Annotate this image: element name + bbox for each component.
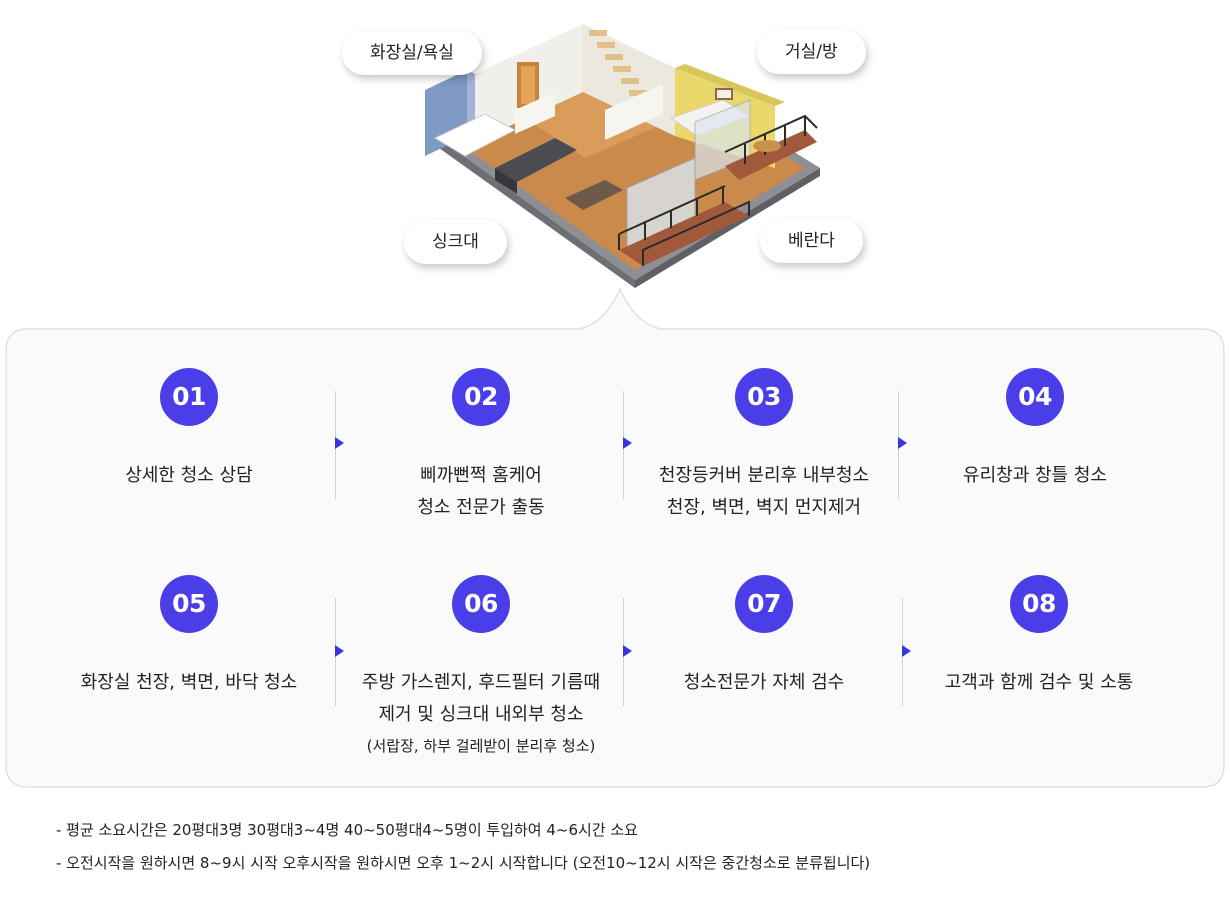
- note-line: - 평균 소요시간은 20평대3명 30평대3~4명 40~50평대4~5명이 …: [56, 821, 638, 839]
- label-living-room: 거실/방: [757, 30, 866, 74]
- label-sink: 싱크대: [404, 220, 507, 264]
- arrow-right-icon: [623, 437, 632, 449]
- step-number-badge: 05: [160, 575, 218, 633]
- process-panel: 01 상세한 청소 상담 02 삐까뻔쩍 홈케어 청소 전문가 출동 03 천장…: [4, 285, 1226, 790]
- step-description: 유리창과 창틀 청소: [963, 465, 1107, 486]
- step-07: 07 청소전문가 자체 검수: [619, 575, 909, 699]
- step-description: 청소전문가 자체 검수: [683, 672, 845, 693]
- step-08: 08 고객과 함께 검수 및 소통: [894, 575, 1184, 699]
- arrow-right-icon: [902, 645, 911, 657]
- panel-background: [5, 287, 1225, 788]
- step-number-badge: 07: [735, 575, 793, 633]
- step-number-badge: 06: [452, 575, 510, 633]
- step-number-badge: 04: [1006, 368, 1064, 426]
- step-04: 04 유리창과 창틀 청소: [890, 368, 1180, 492]
- step-06: 06 주방 가스렌지, 후드필터 기름때 제거 및 싱크대 내외부 청소 (서랍…: [336, 575, 626, 761]
- arrow-right-icon: [335, 645, 344, 657]
- label-bathroom: 화장실/욕실: [342, 31, 482, 75]
- step-description: 천장등커버 분리후 내부청소 천장, 벽면, 벽지 먼지제거: [658, 465, 870, 518]
- step-02: 02 삐까뻔쩍 홈케어 청소 전문가 출동: [336, 368, 626, 524]
- step-description: 주방 가스렌지, 후드필터 기름때 제거 및 싱크대 내외부 청소 (서랍장, …: [361, 672, 601, 755]
- step-description: 화장실 천장, 벽면, 바닥 청소: [80, 672, 298, 693]
- note-line: - 오전시작을 원하시면 8~9시 시작 오후시작을 원하시면 오후 1~2시 …: [56, 854, 871, 872]
- arrow-right-icon: [623, 645, 632, 657]
- step-number-badge: 03: [735, 368, 793, 426]
- step-description: 삐까뻔쩍 홈케어 청소 전문가 출동: [417, 465, 545, 518]
- step-description: 고객과 함께 검수 및 소통: [944, 672, 1134, 693]
- step-05: 05 화장실 천장, 벽면, 바닥 청소: [44, 575, 334, 699]
- label-veranda: 베란다: [760, 219, 863, 263]
- step-number-badge: 01: [160, 368, 218, 426]
- step-description: 상세한 청소 상담: [125, 465, 253, 486]
- arrow-right-icon: [898, 437, 907, 449]
- house-illustration: [425, 24, 820, 288]
- step-number-badge: 02: [452, 368, 510, 426]
- step-number-badge: 08: [1010, 575, 1068, 633]
- step-03: 03 천장등커버 분리후 내부청소 천장, 벽면, 벽지 먼지제거: [619, 368, 909, 524]
- notes: - 평균 소요시간은 20평대3명 30평대3~4명 40~50평대4~5명이 …: [56, 814, 870, 880]
- arrow-right-icon: [335, 437, 344, 449]
- step-01: 01 상세한 청소 상담: [44, 368, 334, 492]
